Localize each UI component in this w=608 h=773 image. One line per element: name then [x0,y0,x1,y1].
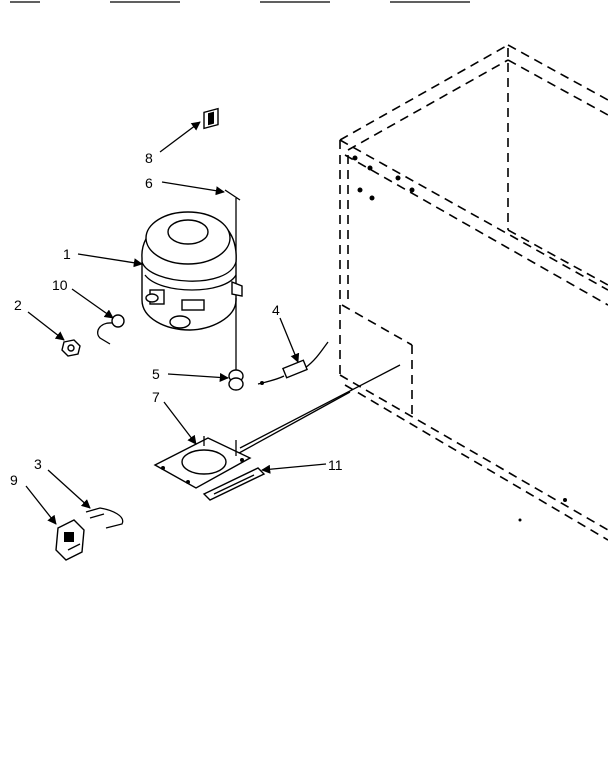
callout-2: 2 [14,297,22,313]
callout-3: 3 [34,456,42,472]
leader-8 [159,121,201,153]
mount-line-1 [239,364,401,449]
callout-6: 6 [145,175,153,191]
leader-3 [47,469,91,509]
callout-10: 10 [52,277,68,293]
part-4-harness [257,341,329,385]
leader-4 [279,317,300,363]
part-7-base-plate [153,436,252,489]
leader-1 [77,253,143,268]
part-9-cover [55,519,85,561]
part-2-nut [61,339,81,357]
cabinet-outline [339,44,608,541]
leader-9 [25,485,57,525]
part-5-grommet [228,369,244,391]
part-1-compressor [141,211,243,380]
mount-line-2 [229,391,351,459]
leader-arrows [25,121,327,525]
leader-5 [167,372,229,382]
part-10-overload [97,314,125,345]
part-11-bracket [202,467,266,501]
callout-1: 1 [63,246,71,262]
callout-labels: 8 6 1 10 2 4 5 7 11 3 9 [10,150,343,488]
leader-2 [27,311,65,341]
callout-8: 8 [145,150,153,166]
callout-7: 7 [152,389,160,405]
leader-6 [161,181,225,196]
leader-11 [261,463,327,474]
callout-4: 4 [272,302,280,318]
callout-11: 11 [328,457,343,473]
part-3-clip [85,507,124,529]
leader-10 [71,288,114,319]
part-8-block [203,107,219,130]
callout-5: 5 [152,366,160,382]
leader-7 [163,401,197,445]
callout-9: 9 [10,472,18,488]
